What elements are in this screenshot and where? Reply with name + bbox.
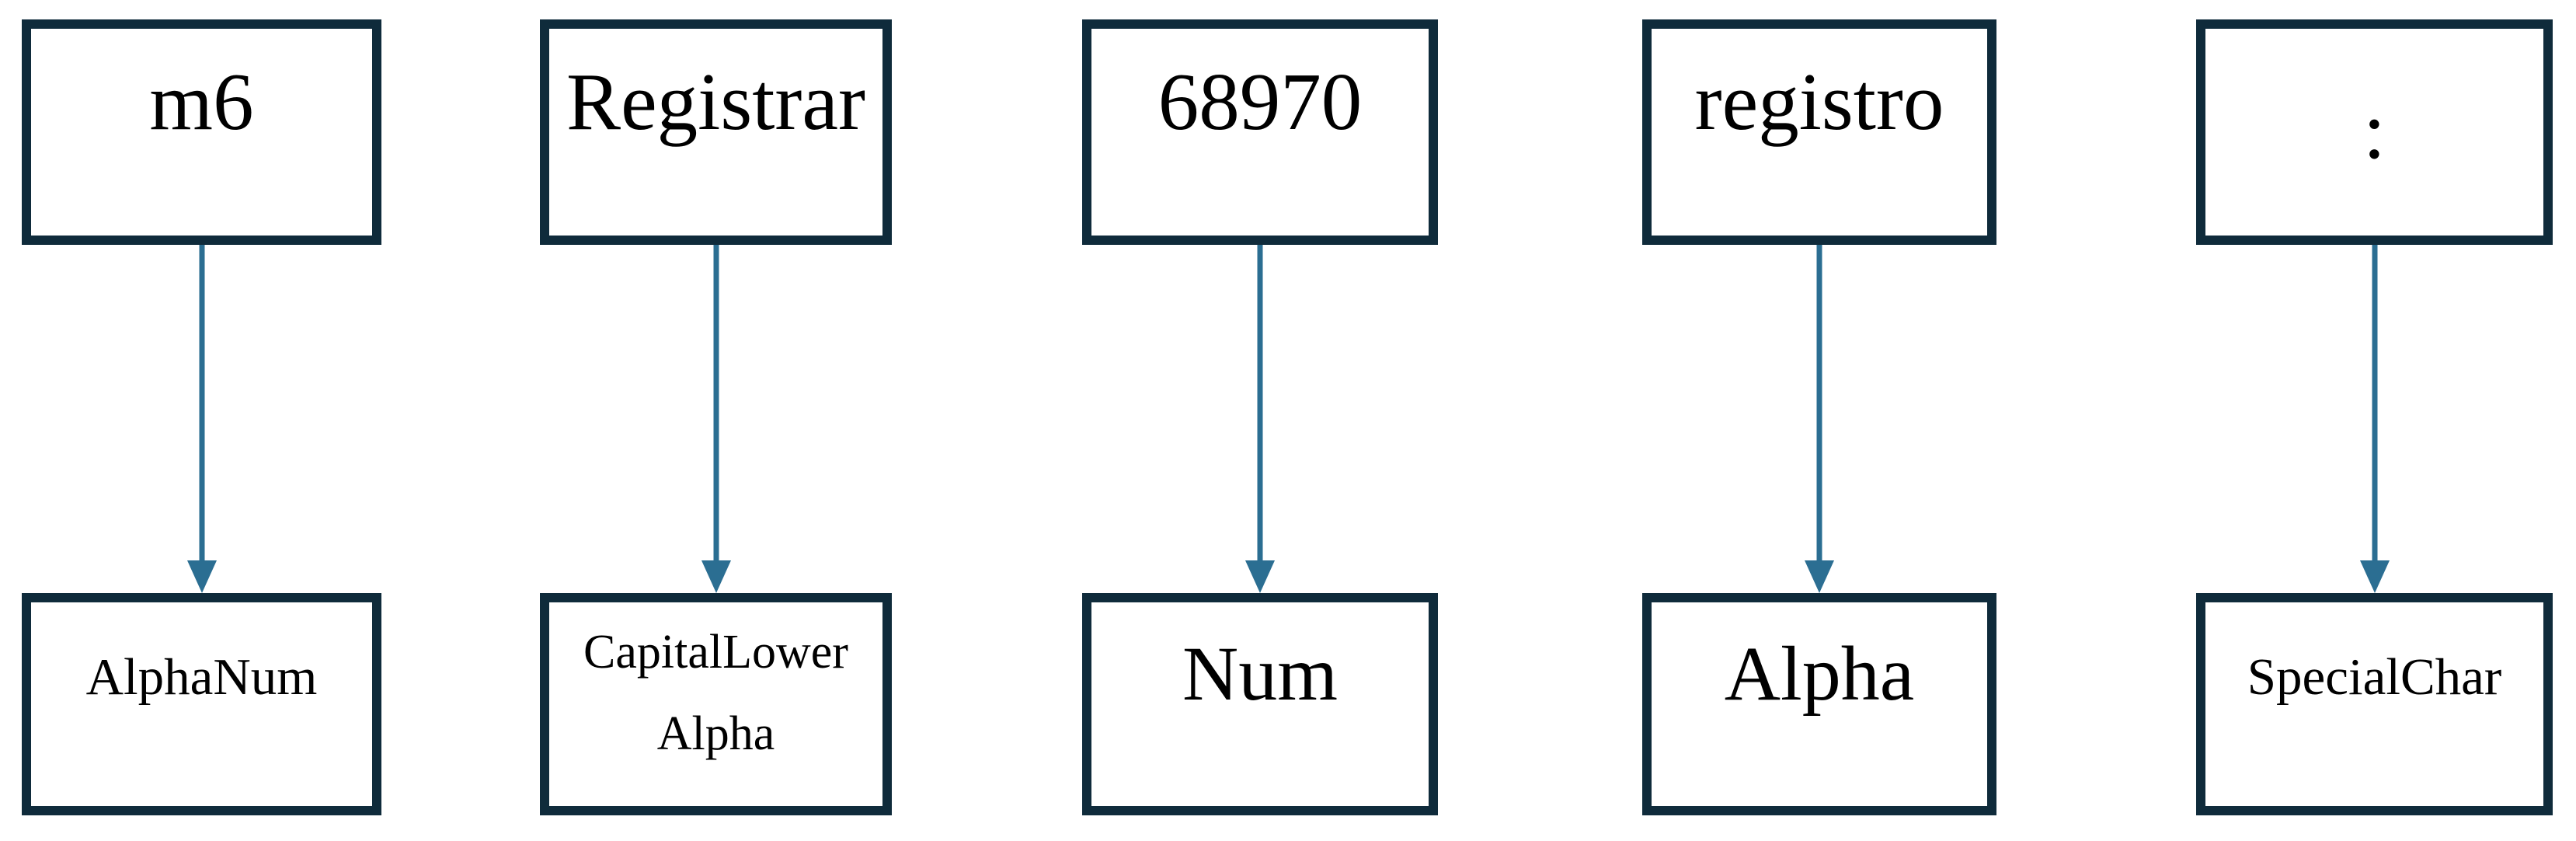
column-registro: registro Alpha [1642, 0, 1996, 841]
arrow-down-icon [2359, 245, 2390, 593]
category-label: AlphaNum [85, 647, 318, 706]
column-68970: 68970 Num [1082, 0, 1438, 841]
arrow-down-icon [1245, 245, 1275, 593]
token-label: 68970 [1157, 55, 1363, 147]
arrow-down-icon [186, 245, 217, 593]
token-node: m6 [22, 19, 381, 245]
token-node: Registrar [540, 19, 892, 245]
category-node: AlphaNum [22, 593, 381, 815]
column-registrar: Registrar CapitalLower Alpha [540, 0, 892, 841]
category-label-line2: Alpha [656, 707, 775, 760]
category-node: CapitalLower Alpha [540, 593, 892, 815]
arrow-head [1245, 560, 1275, 593]
token-label: Registrar [566, 55, 865, 147]
arrow-head [701, 560, 731, 593]
token-label: registro [1694, 55, 1944, 147]
arrow-down-icon [701, 245, 731, 593]
token-label: : [2362, 84, 2386, 176]
token-label: m6 [149, 55, 254, 147]
category-node: SpecialChar [2196, 593, 2553, 815]
column-m6: m6 AlphaNum [22, 0, 381, 841]
arrow-down-icon [1805, 245, 1834, 593]
column-colon: : SpecialChar [2196, 0, 2553, 841]
arrow-head [186, 560, 217, 593]
token-node: 68970 [1082, 19, 1438, 245]
category-node: Alpha [1642, 593, 1996, 815]
category-node: Num [1082, 593, 1438, 815]
arrow-head [2359, 560, 2390, 593]
category-label: Num [1182, 630, 1338, 717]
category-label-line1: CapitalLower [583, 625, 848, 679]
token-node: registro [1642, 19, 1996, 245]
category-label: SpecialChar [2247, 647, 2502, 706]
token-node: : [2196, 19, 2553, 245]
category-label: Alpha [1724, 630, 1915, 717]
arrow-head [1805, 560, 1834, 593]
